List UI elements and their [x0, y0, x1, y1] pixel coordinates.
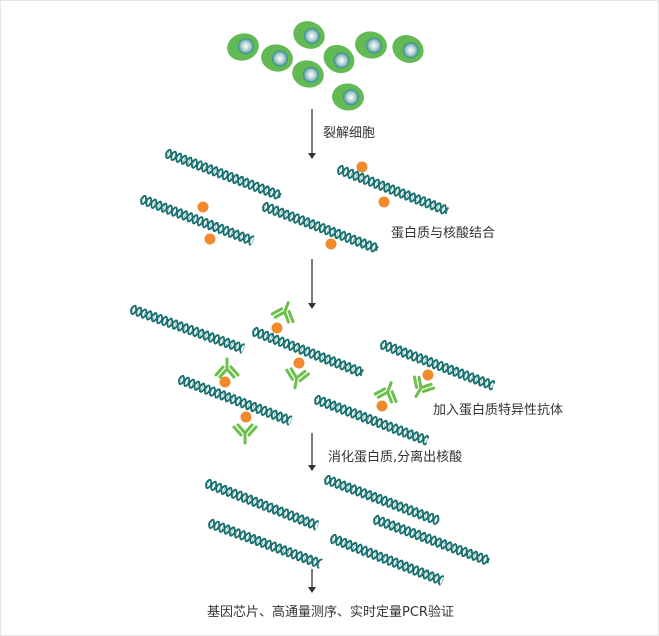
dna-helix: [208, 518, 323, 569]
flow-arrow: [308, 109, 316, 159]
cell: [261, 44, 293, 72]
antibody-icon: [232, 423, 258, 445]
flow-arrow: [308, 433, 316, 471]
protein-dot: [356, 161, 368, 173]
antibody-icon: [285, 367, 311, 390]
cell: [227, 33, 259, 61]
step-antibody-label: 加入蛋白质特异性抗体: [433, 403, 564, 418]
antibody-icon: [214, 357, 240, 379]
cell: [292, 60, 324, 88]
step-digest-label: 消化蛋白质,分离出核酸: [328, 450, 463, 465]
flow-arrow: [308, 259, 316, 309]
dna-helix: [380, 340, 496, 391]
dna-helix: [262, 202, 379, 253]
dna-helix: [165, 149, 282, 200]
protein-dot: [376, 400, 388, 412]
protein-dot: [240, 411, 252, 423]
protein-dot: [422, 369, 434, 381]
step-bind-label: 蛋白质与核酸结合: [391, 226, 496, 241]
protein-dot: [271, 322, 283, 334]
dna-helix: [130, 304, 246, 354]
protein-dot: [378, 196, 390, 208]
dna-helix: [205, 479, 320, 531]
dna-helix: [373, 514, 491, 565]
cell: [293, 21, 325, 49]
dna-helix: [252, 327, 365, 377]
step-lyse-label: 裂解细胞: [323, 126, 376, 141]
cell: [332, 83, 364, 111]
cell: [392, 35, 424, 63]
protein-dot: [219, 376, 231, 388]
step-analysis-label: 基因芯片、高通量测序、实时定量PCR验证: [207, 605, 454, 620]
protein-dot: [204, 233, 216, 245]
dna-helix: [314, 395, 430, 446]
protein-dot: [197, 201, 209, 213]
antibody-icon: [270, 301, 295, 324]
dna-helix: [140, 195, 255, 246]
dna-helix: [324, 475, 440, 525]
dna-helix: [178, 375, 293, 426]
cell: [323, 44, 355, 74]
protein-dot: [325, 238, 337, 250]
flow-arrow: [308, 569, 316, 593]
protein-dot: [293, 357, 305, 369]
cell: [355, 31, 387, 59]
dna-helix: [330, 534, 445, 586]
antibody-icon: [373, 381, 398, 404]
antibody-icon: [412, 375, 436, 398]
dna-helix: [337, 165, 450, 215]
